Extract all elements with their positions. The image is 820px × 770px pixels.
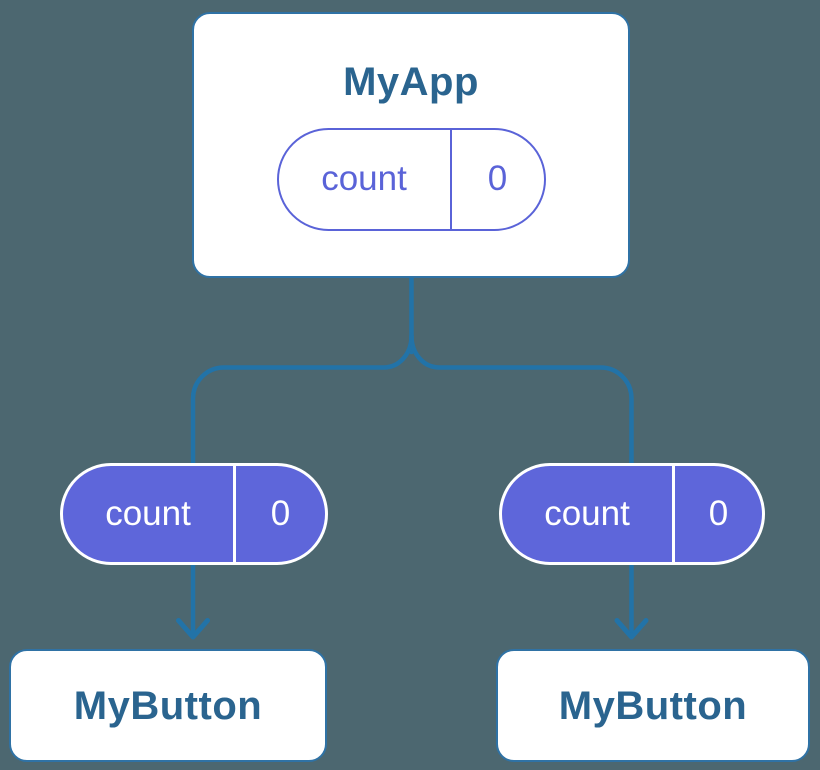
prop-pill-label: count [544, 494, 630, 533]
child-component-card-right: MyButton [496, 649, 810, 762]
child-component-title: MyButton [73, 683, 263, 728]
state-pill-value: 0 [487, 159, 508, 198]
connector-arrowhead-right [614, 618, 649, 640]
prop-pill-value: 0 [270, 494, 291, 533]
prop-pill-left: count 0 [60, 463, 328, 565]
prop-pill-right: count 0 [499, 463, 765, 565]
child-component-title: MyButton [558, 683, 748, 728]
root-component-title: MyApp [343, 59, 479, 104]
prop-pill-value: 0 [708, 494, 729, 533]
root-component-card: MyApp count 0 [192, 12, 630, 278]
state-pill-label: count [321, 159, 407, 198]
pill-divider [233, 466, 236, 562]
connector-branch-left [190, 333, 414, 636]
prop-pill-label: count [105, 494, 191, 533]
pill-divider [672, 466, 675, 562]
pill-divider [449, 129, 452, 229]
connector-branch-right [409, 333, 634, 636]
connector-arrowhead-left [176, 618, 210, 640]
child-component-card-left: MyButton [9, 649, 327, 762]
state-pill: count 0 [276, 127, 546, 231]
